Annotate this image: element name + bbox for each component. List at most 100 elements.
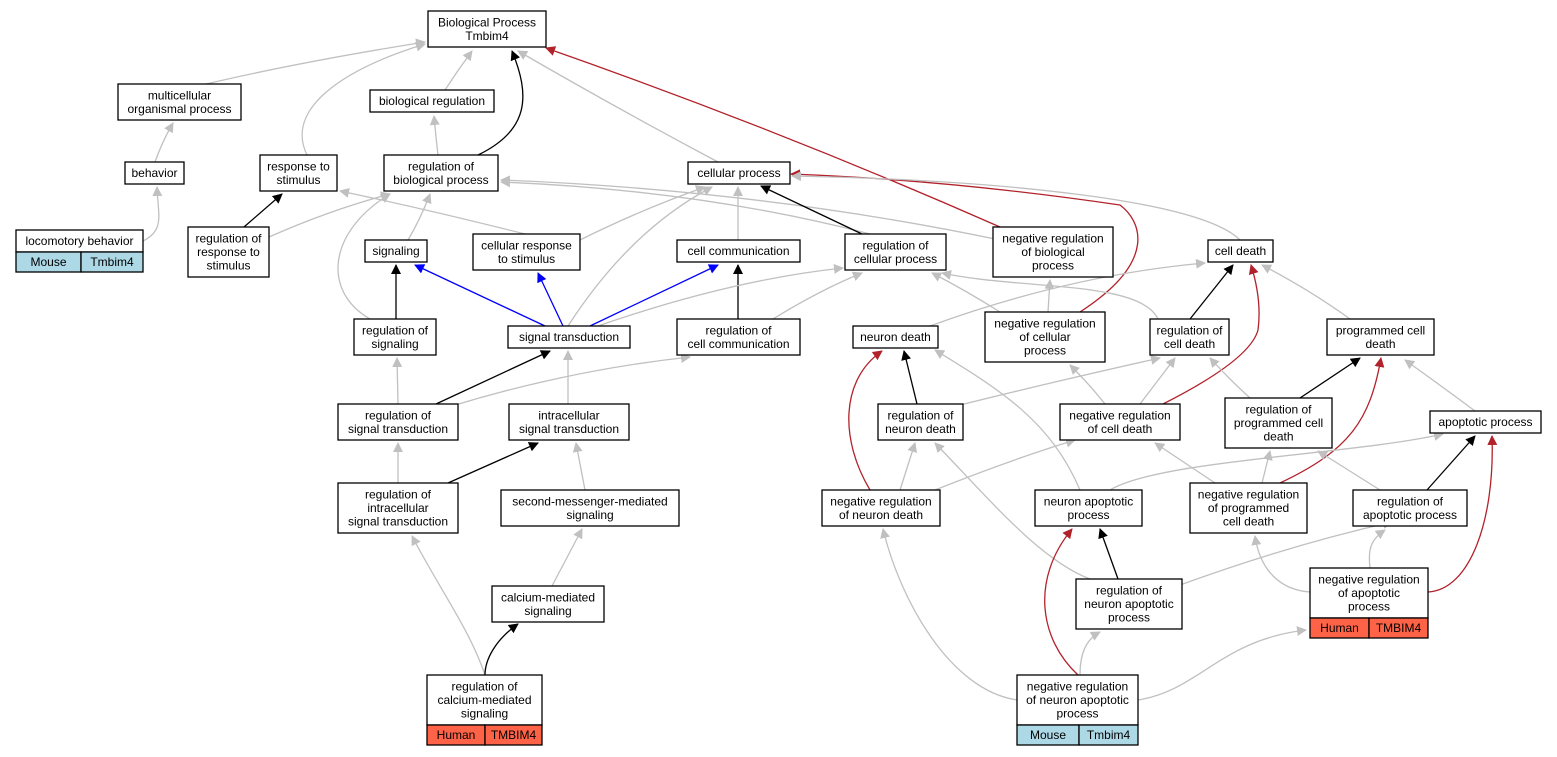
term-box [187,226,270,278]
term-label-line: organismal process [127,102,231,116]
edge-line [142,186,163,242]
edge-line [429,115,440,156]
go-term-signaling[interactable]: signaling [364,239,428,263]
edge-line [1098,528,1119,580]
edge-line [477,50,524,156]
gene-cell-bg [484,724,543,746]
go-term-cell-death[interactable]: cell death [1207,239,1274,263]
term-label-line: process [1067,508,1109,522]
term-label-line: intracellular [367,501,428,515]
go-term-sig-trans[interactable]: signal transduction [507,325,631,349]
term-box [491,585,605,623]
go-term-behavior[interactable]: behavior [124,161,185,185]
term-label-line: of cell death [1088,422,1153,436]
go-term-neuron-death[interactable]: neuron death [852,325,939,349]
gene-cell[interactable]: Tmbim4 [1078,724,1139,746]
species-cell[interactable]: Human [426,724,486,746]
edge-line [1426,435,1476,491]
species-cell-label: Mouse [1030,728,1066,742]
edge-neg-reg-pcd-to-reg-pcd [1261,450,1273,484]
edge-neg-reg-neuron-apop-to-reg-neuron-apop [1079,631,1101,676]
edge-calcium-to-second-msg [551,528,583,587]
go-term-cell-comm[interactable]: cell communication [676,239,801,263]
term-box [1429,410,1542,434]
term-label-line: programmed cell [1336,323,1425,337]
edge-reg-cellular-to-cell-proc [760,185,863,235]
gene-cell[interactable]: Tmbim4 [80,251,144,273]
species-cell[interactable]: Mouse [15,251,82,273]
term-label-line: apoptotic process [1363,508,1457,522]
gene-cell[interactable]: TMBIM4 [1368,617,1429,639]
term-label-line: negative regulation [994,317,1095,331]
edge-reg-calcium-to-calcium [484,623,519,676]
gene-cell[interactable]: TMBIM4 [484,724,543,746]
term-label-line: of apoptotic [1338,586,1400,600]
term-label-line: neuron apoptotic [1044,494,1133,508]
edge-sig-trans-to-reg-cellular [597,263,844,327]
edge-neuron-apop-to-apoptotic [1109,431,1444,491]
go-term-bio-reg[interactable]: biological regulation [369,89,495,113]
term-label-line: calcium-mediated [501,590,595,604]
gene-cell-bg [1078,724,1139,746]
species-cell[interactable]: Human [1309,617,1370,639]
edge-neg-reg-pcd-to-pcd [1279,357,1385,484]
term-box [1016,674,1139,726]
edge-line [880,528,1018,701]
term-label-line: of neuron death [839,508,923,522]
term-box [500,489,680,527]
term-label-line: process [1348,600,1390,614]
term-box [676,239,801,263]
term-label-line: signaling [371,337,418,351]
term-label-line: signaling [524,604,571,618]
edge-line [929,258,1206,327]
edge-line [1317,450,1381,491]
term-label-line: cellular response [481,238,572,252]
edge-line [934,442,1091,580]
go-term-cell-proc[interactable]: cellular process [687,161,791,185]
term-label-line: intracellular [538,408,599,422]
edge-reg-pcd-to-reg-cell-death [1209,357,1251,399]
species-cell[interactable]: Mouse [1016,724,1080,746]
edge-neuron-death-to-cell-death [929,258,1206,327]
edge-line [545,46,1001,228]
go-term-apoptotic[interactable]: apoptotic process [1429,410,1542,434]
edge-line [551,528,583,587]
edge-reg-resp-to-reg-bio [268,191,391,238]
term-label-line: regulation of [1156,323,1223,337]
edge-reg-bio-to-bp-root [477,50,524,156]
edge-neg-reg-neuron-apop-to-neg-reg-apop [1137,626,1307,701]
go-term-reg-calcium[interactable]: regulation ofcalcium-mediatedsignalingHu… [426,674,543,746]
term-label-line: death [1263,430,1293,444]
edge-line [931,272,1001,313]
